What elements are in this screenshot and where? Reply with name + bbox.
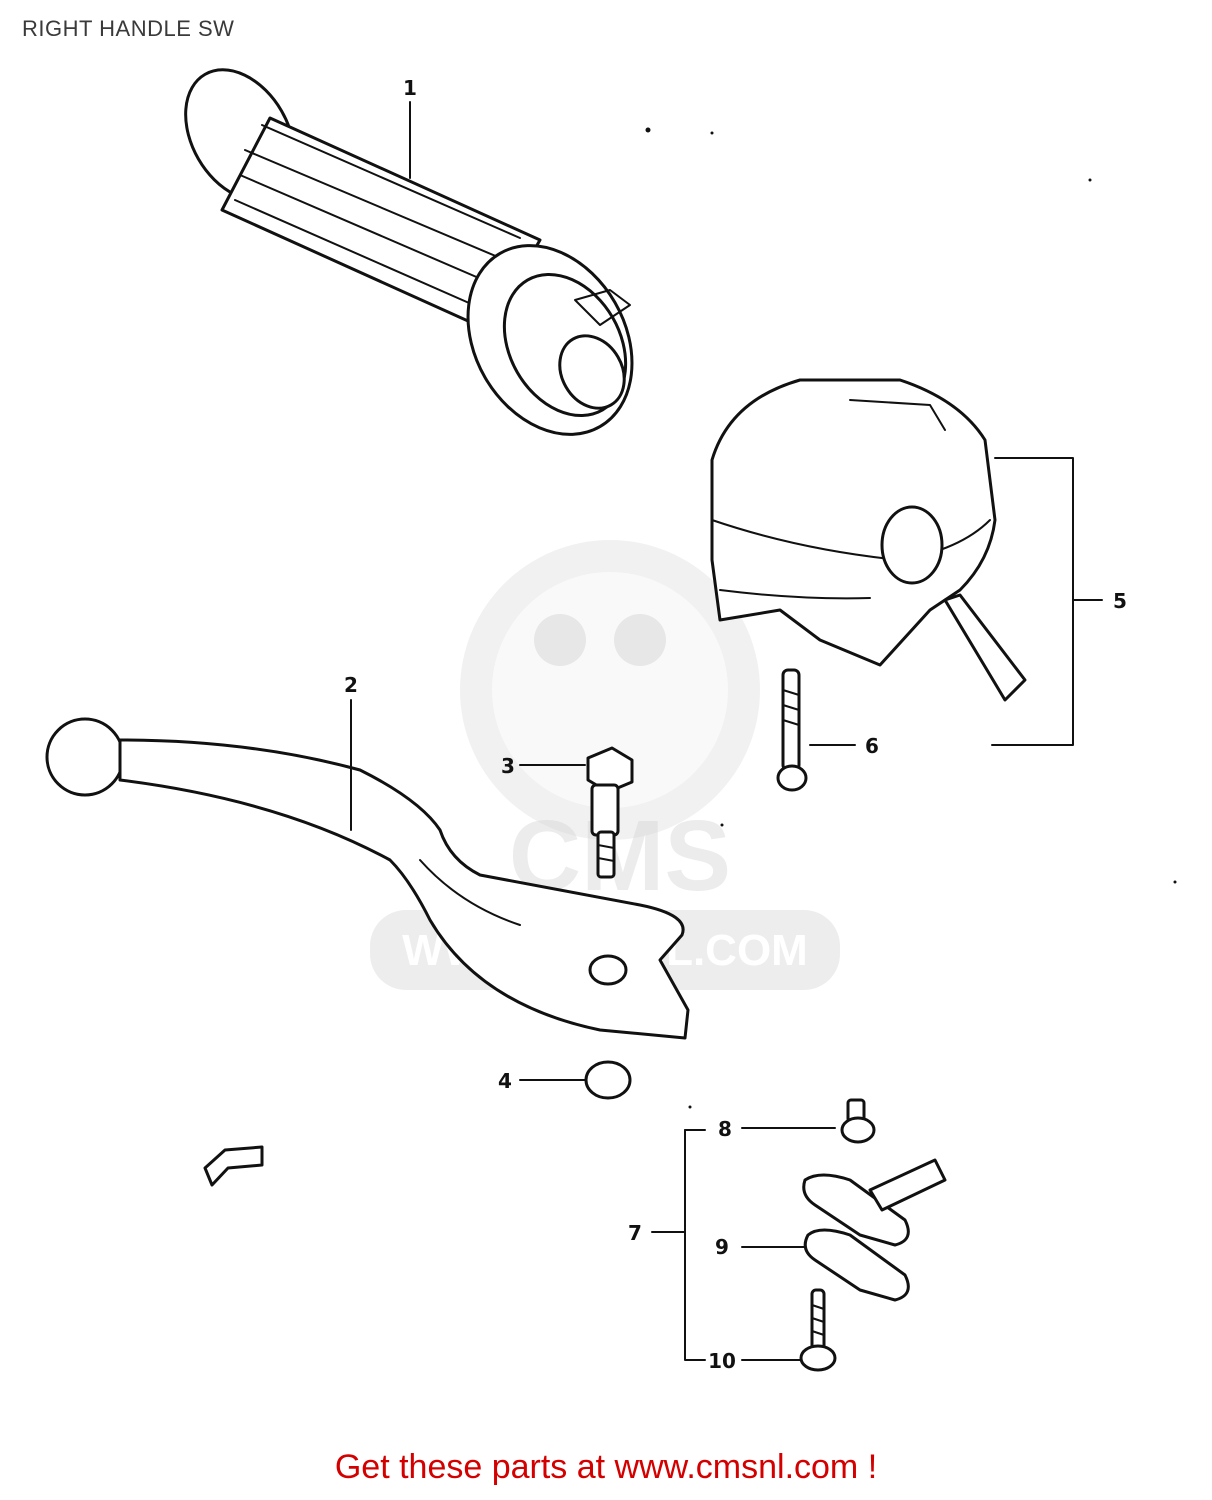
callout-7: 7 (628, 1221, 642, 1245)
part-grip (184, 68, 634, 436)
part-pivot-bolt (586, 746, 634, 879)
callout-8: 8 (718, 1117, 732, 1141)
part-screw-6 (776, 668, 808, 792)
callout-4: 4 (498, 1069, 512, 1093)
callout-5: 5 (1113, 589, 1127, 613)
callout-1: 1 (403, 76, 417, 100)
speckles (645, 127, 1177, 1109)
part-nut (584, 1060, 632, 1100)
part-small-screw-8 (840, 1098, 876, 1144)
callout-2: 2 (344, 673, 358, 697)
callout-6: 6 (865, 734, 879, 758)
callout-9: 9 (715, 1235, 729, 1259)
callout-10: 10 (708, 1349, 736, 1373)
bracket-5 (991, 457, 1074, 746)
part-brake-lever (45, 717, 690, 1040)
bracket-7 (684, 1129, 706, 1361)
part-screw-10 (799, 1288, 837, 1372)
part-switch-plate-9 (802, 1158, 947, 1302)
callout-3: 3 (501, 754, 515, 778)
footer-cta-link[interactable]: Get these parts at www.cmsnl.com ! (334, 1448, 878, 1486)
front-arrow-icon (203, 1145, 264, 1187)
part-switch-housing (710, 378, 1027, 702)
page-title: RIGHT HANDLE SW (22, 16, 235, 41)
